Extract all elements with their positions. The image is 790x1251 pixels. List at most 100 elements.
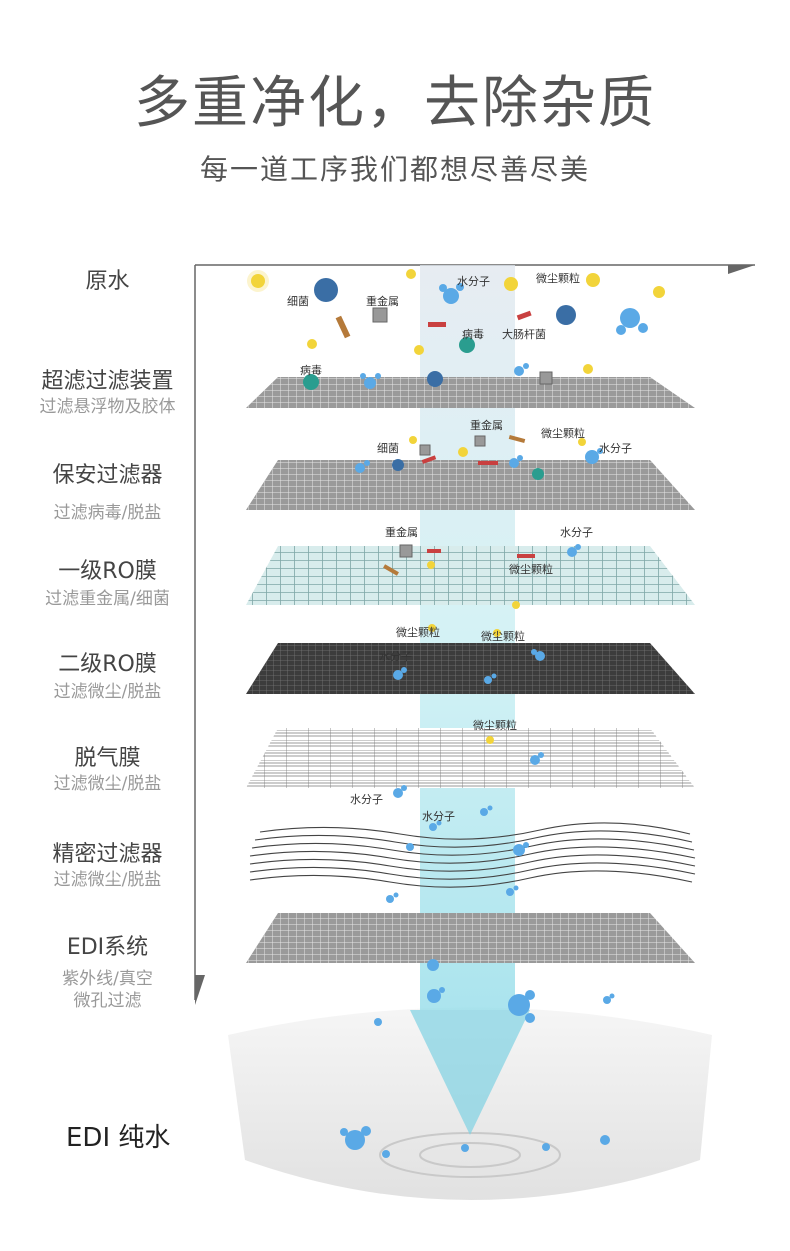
particle-label-virus: 病毒 [300, 364, 322, 377]
final-pure-water-label: EDI 纯水 [66, 1123, 171, 1153]
stage-desc: 过滤微尘/脱盐 [53, 870, 162, 890]
e-coli [517, 554, 535, 558]
stage-raw-water: 原水 [0, 268, 215, 296]
particle-label-water: 水分子 [350, 793, 383, 806]
water-molecule [542, 1143, 550, 1151]
layer-security-filter [246, 460, 695, 510]
water-molecule [509, 455, 523, 468]
e-coli [335, 315, 351, 339]
water-molecule [616, 308, 648, 335]
stage-name: 脱气膜 [74, 746, 141, 771]
water-molecule [427, 987, 445, 1003]
particle-label-water: 水分子 [599, 442, 632, 455]
stage-security-filter: 保安过滤器 过滤病毒/脱盐 [0, 462, 215, 524]
dust-particle [512, 601, 520, 609]
water-molecule [600, 1135, 610, 1145]
water-molecule [514, 363, 529, 376]
particle-label-water: 水分子 [379, 650, 412, 663]
stage-name: 超滤过滤装置 [41, 369, 174, 394]
water-molecule [393, 785, 407, 798]
dust-particle [504, 277, 518, 291]
water-molecule [340, 1126, 371, 1150]
water-molecule [603, 993, 615, 1004]
stage-desc: 紫外线/真空 [62, 969, 153, 989]
stage-desc: 过滤重金属/细菌 [45, 589, 170, 609]
layer-ro-1 [246, 546, 695, 605]
stage-name: 保安过滤器 [52, 463, 163, 488]
water-beam-arrow [410, 1010, 530, 1135]
particle-label-bacteria: 细菌 [287, 295, 309, 308]
water-molecule [506, 885, 519, 896]
dust-particle [427, 561, 435, 569]
e-coli [427, 549, 441, 553]
dust-particle [409, 436, 417, 444]
particle-label-water: 水分子 [422, 810, 455, 823]
water-molecule [355, 460, 370, 473]
water-molecule [513, 842, 529, 856]
layer-edi [246, 913, 695, 963]
water-ripple [419, 1142, 521, 1168]
particle-label-dust: 微尘颗粒 [481, 630, 525, 643]
dust-particle [428, 624, 436, 632]
particle-label-water: 水分子 [560, 526, 593, 539]
heavy-metal [399, 544, 413, 558]
dust-particle [578, 438, 586, 446]
particle-label-heavy-metal: 重金属 [366, 295, 399, 308]
stage-desc: 过滤悬浮物及胶体 [39, 397, 176, 417]
bacteria [392, 459, 404, 471]
stage-degas: 脱气膜 过滤微尘/脱盐 [0, 745, 215, 795]
water-molecule [427, 959, 439, 971]
bacteria [427, 371, 443, 387]
dust-particle [493, 629, 501, 637]
frame-bottom-arrow [195, 975, 205, 1005]
dust-particle [414, 345, 424, 355]
stage-desc: 过滤微尘/脱盐 [53, 774, 162, 794]
particle-label-water: 水分子 [457, 275, 490, 288]
water-molecule [439, 283, 464, 304]
water-molecule [530, 752, 544, 765]
particle-label-dust: 微尘颗粒 [396, 626, 440, 639]
virus [459, 337, 475, 353]
layer-precision-filter [249, 822, 696, 888]
page-title: 多重净化，去除杂质 [134, 71, 656, 136]
water-molecule [531, 649, 545, 661]
water-molecule [386, 892, 399, 903]
layer-ultrafiltration [246, 377, 695, 408]
dust-particle [458, 447, 468, 457]
particle-label-virus: 病毒 [462, 328, 484, 341]
particle-label-dust: 微尘颗粒 [541, 427, 585, 440]
e-coli [421, 455, 437, 464]
e-coli [383, 564, 399, 576]
dust-particle [583, 364, 593, 374]
water-molecule [393, 667, 407, 680]
water-molecule [585, 448, 603, 464]
stage-desc: 过滤病毒/脱盐 [53, 503, 162, 523]
water-molecule [508, 990, 535, 1023]
bacteria [556, 305, 576, 325]
water-molecule [567, 544, 581, 557]
water-molecule [461, 1144, 469, 1152]
stage-desc: 过滤微尘/脱盐 [53, 682, 162, 702]
stage-name: EDI系统 [66, 935, 149, 960]
particle-label-heavy-metal: 重金属 [470, 419, 503, 432]
dust-particle [586, 273, 600, 287]
water-beam [420, 265, 515, 1010]
particle-label-dust: 微尘颗粒 [509, 563, 553, 576]
stage-name: 二级RO膜 [58, 652, 157, 677]
stage-name: 一级RO膜 [58, 559, 157, 584]
frame-corner-arrow [728, 265, 755, 274]
particle-label-dust: 微尘颗粒 [536, 272, 580, 285]
layer-ro-2 [246, 643, 695, 694]
water-molecule [406, 843, 414, 851]
dust-particle [307, 339, 317, 349]
virus [303, 374, 319, 390]
page-subtitle: 每一道工序我们都想尽善尽美 [199, 153, 590, 186]
layer-degas [246, 728, 695, 788]
stage-desc-2: 微孔过滤 [73, 991, 142, 1011]
dust-particle [486, 736, 494, 744]
e-coli [508, 434, 526, 444]
particle-label-dust: 微尘颗粒 [473, 719, 517, 732]
dust-particle [653, 286, 665, 298]
stage-name: 原水 [85, 269, 130, 294]
